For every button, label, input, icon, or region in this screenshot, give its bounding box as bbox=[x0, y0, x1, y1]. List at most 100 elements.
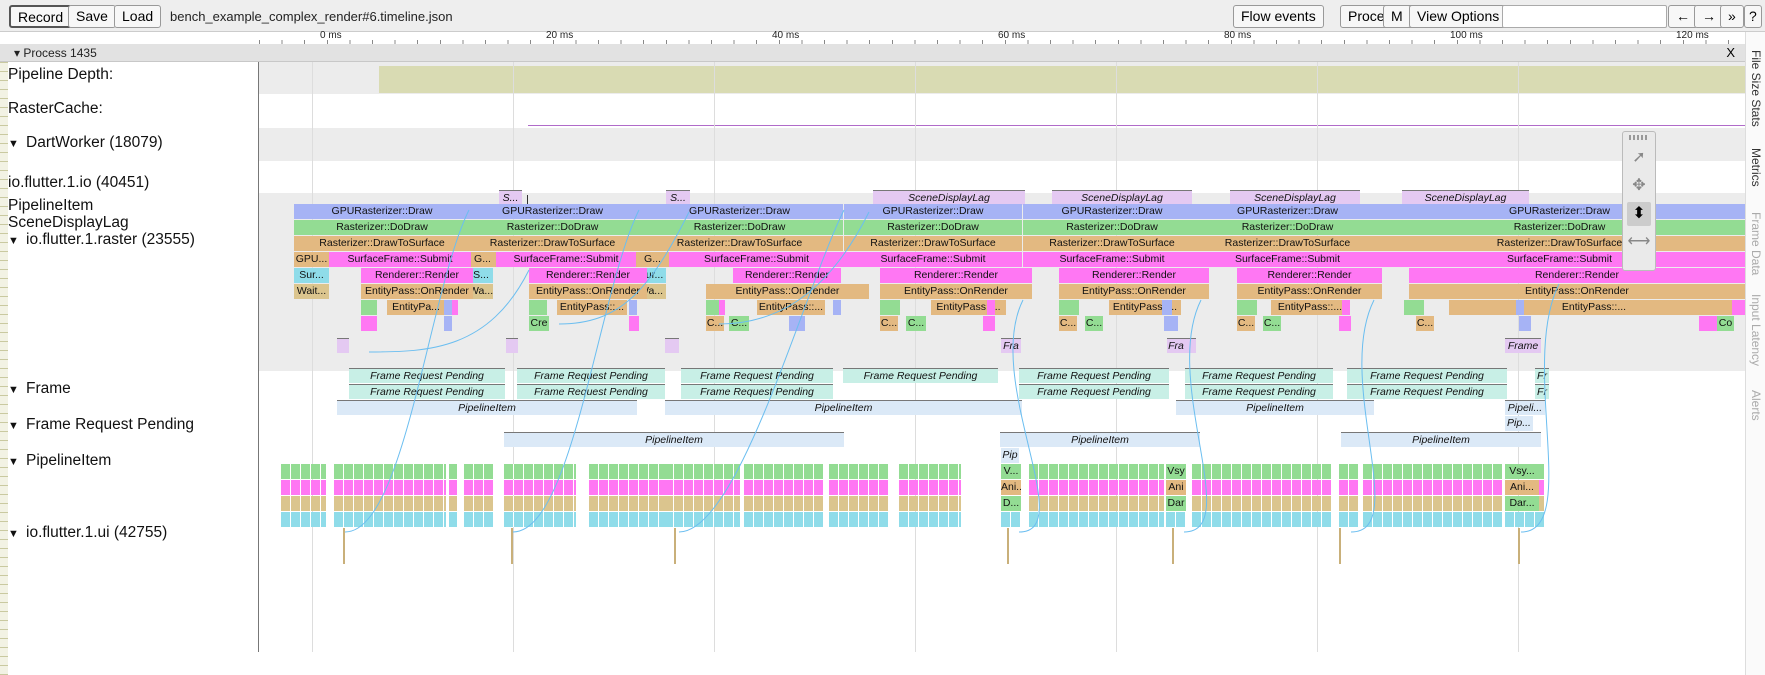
small-slice[interactable] bbox=[444, 300, 452, 315]
ui-slice[interactable] bbox=[899, 512, 961, 527]
ui-slice[interactable]: Dar bbox=[1166, 496, 1186, 511]
pipeline-item-slice[interactable]: Pip bbox=[1001, 448, 1019, 463]
small-slice[interactable] bbox=[1699, 316, 1717, 331]
onrender-slice[interactable]: EntityPass::OnRender bbox=[1059, 284, 1209, 299]
pipeline-item-slice[interactable]: PipelineItem bbox=[504, 432, 844, 447]
ui-slice[interactable] bbox=[1029, 496, 1164, 511]
small-slice[interactable] bbox=[1516, 300, 1524, 315]
onrender-slice[interactable]: EntityPass::OnRender bbox=[880, 284, 1032, 299]
load-button[interactable]: Load bbox=[114, 5, 162, 28]
metadata-button[interactable]: M bbox=[1383, 5, 1411, 28]
small-slice[interactable]: C... bbox=[1085, 316, 1103, 331]
track-label-frame-request-pending[interactable]: ▼Frame Request Pending bbox=[8, 416, 195, 433]
track-label-ui-thread[interactable]: ▼io.flutter.1.ui (42755) bbox=[8, 524, 168, 541]
small-slice[interactable] bbox=[1059, 300, 1079, 315]
frame-request-pending-slice[interactable]: Fr bbox=[1535, 368, 1549, 383]
frame-request-pending-slice[interactable]: Frame Request Pending bbox=[1347, 368, 1507, 383]
track-label-frame[interactable]: ▼Frame bbox=[8, 380, 71, 397]
small-slice[interactable] bbox=[1732, 300, 1745, 315]
tab-file-size-stats[interactable]: File Size Stats bbox=[1749, 50, 1763, 127]
ui-slice[interactable] bbox=[464, 464, 494, 479]
do-draw-slice[interactable]: Rasterizer::DoDraw bbox=[1201, 220, 1374, 235]
search-input[interactable] bbox=[1502, 5, 1667, 28]
timing-icon[interactable]: ⟷ bbox=[1627, 233, 1651, 250]
render-slice[interactable]: Sur... bbox=[294, 268, 329, 283]
ui-slice[interactable] bbox=[899, 496, 961, 511]
ui-slice[interactable] bbox=[1339, 496, 1359, 511]
view-options-button[interactable]: View Options bbox=[1409, 5, 1508, 28]
small-slice[interactable] bbox=[880, 300, 900, 315]
ui-slice[interactable] bbox=[664, 496, 740, 511]
ui-slice[interactable] bbox=[589, 480, 664, 495]
submit-slice[interactable]: G... bbox=[469, 252, 496, 267]
scene-display-lag-slice[interactable]: S... bbox=[666, 190, 690, 205]
frame-slice[interactable] bbox=[337, 338, 349, 353]
mouse-mode-selector[interactable]: ➚ ✥ ⬍ ⟷ bbox=[1622, 131, 1656, 271]
frame-slice[interactable]: Frame bbox=[1505, 338, 1541, 353]
frame-request-pending-slice[interactable]: Frame Request Pending bbox=[1347, 384, 1507, 399]
draw-to-surface-slice[interactable]: Rasterizer::DrawToSurface bbox=[1023, 236, 1201, 251]
frame-slice[interactable]: Fra bbox=[1167, 338, 1185, 353]
help-button[interactable]: ? bbox=[1744, 5, 1762, 28]
render-slice[interactable]: Renderer::Render bbox=[1059, 268, 1209, 283]
submit-slice[interactable]: SurfaceFrame::Submit bbox=[1201, 252, 1374, 267]
ui-slice[interactable] bbox=[511, 528, 513, 564]
save-button[interactable]: Save bbox=[68, 5, 116, 28]
small-slice[interactable]: C... bbox=[706, 316, 724, 331]
ui-slice[interactable] bbox=[829, 512, 889, 527]
small-slice[interactable] bbox=[361, 316, 377, 331]
small-slice[interactable]: Co bbox=[1717, 316, 1734, 331]
ui-slice[interactable] bbox=[1172, 528, 1174, 564]
do-draw-slice[interactable]: Rasterizer::DoDraw bbox=[1023, 220, 1201, 235]
ui-slice[interactable] bbox=[464, 512, 494, 527]
frame-slice[interactable] bbox=[506, 338, 518, 353]
pipeline-item-slice[interactable]: PipelineItem bbox=[1341, 432, 1541, 447]
scene-display-lag-slice[interactable]: SceneDisplayLag bbox=[1402, 190, 1529, 205]
ui-slice[interactable] bbox=[334, 496, 446, 511]
tab-input-latency[interactable]: Input Latency bbox=[1749, 294, 1763, 367]
ui-slice[interactable]: Dar... bbox=[1505, 496, 1539, 511]
onrender-slice[interactable]: EntityPass::... bbox=[1449, 300, 1739, 315]
onrender-slice[interactable]: EntityPass::... bbox=[557, 300, 627, 315]
ui-slice[interactable] bbox=[449, 512, 457, 527]
ui-slice[interactable] bbox=[829, 496, 889, 511]
ui-slice[interactable] bbox=[1339, 528, 1341, 564]
track-label-dartworker[interactable]: ▼DartWorker (18079) bbox=[8, 134, 163, 151]
ui-slice[interactable]: Ani bbox=[1166, 480, 1186, 495]
small-slice[interactable]: C... bbox=[880, 316, 898, 331]
submit-slice[interactable]: G... bbox=[636, 252, 669, 267]
frame-request-pending-slice[interactable]: Frame Request Pending bbox=[1019, 368, 1169, 383]
ui-slice[interactable] bbox=[464, 496, 494, 511]
ui-slice[interactable] bbox=[829, 480, 889, 495]
small-slice[interactable] bbox=[833, 300, 841, 315]
ui-slice[interactable] bbox=[1339, 512, 1359, 527]
ui-slice[interactable]: Ani... bbox=[1001, 480, 1021, 495]
ui-slice[interactable] bbox=[1192, 480, 1332, 495]
ui-slice[interactable] bbox=[1007, 528, 1009, 564]
scene-display-lag-slice[interactable]: S... bbox=[499, 190, 522, 205]
frame-request-pending-slice[interactable]: Frame Request Pending bbox=[681, 384, 833, 399]
find-prev-button[interactable]: ← bbox=[1668, 5, 1698, 28]
pipeline-item-slice[interactable]: PipelineItem bbox=[1000, 432, 1200, 447]
ui-slice[interactable]: Ani... bbox=[1505, 480, 1539, 495]
render-slice[interactable]: Renderer::Render bbox=[1237, 268, 1382, 283]
small-slice[interactable]: C... bbox=[1059, 316, 1077, 331]
submit-slice[interactable]: SurfaceFrame::Submit bbox=[1374, 252, 1745, 267]
ui-slice[interactable] bbox=[744, 512, 824, 527]
gpu-draw-slice[interactable]: GPURasterizer::Draw bbox=[469, 204, 636, 219]
ui-slice[interactable] bbox=[829, 464, 889, 479]
ui-slice[interactable] bbox=[334, 464, 446, 479]
small-slice[interactable] bbox=[719, 300, 725, 315]
small-slice[interactable] bbox=[1162, 300, 1172, 315]
frame-request-pending-slice[interactable]: Frame Request Pending bbox=[1019, 384, 1169, 399]
small-slice[interactable]: C... bbox=[1237, 316, 1255, 331]
ui-slice[interactable] bbox=[664, 464, 740, 479]
small-slice[interactable] bbox=[529, 300, 547, 315]
do-draw-slice[interactable]: Rasterizer::DoDraw bbox=[636, 220, 843, 235]
ui-slice[interactable] bbox=[1339, 480, 1359, 495]
ui-slice[interactable] bbox=[281, 512, 326, 527]
pipeline-item-slice[interactable]: PipelineItem bbox=[1176, 400, 1374, 415]
onrender-slice[interactable]: EntityPass::... bbox=[1271, 300, 1349, 315]
frame-request-pending-slice[interactable]: Frame Request Pending bbox=[1185, 384, 1333, 399]
